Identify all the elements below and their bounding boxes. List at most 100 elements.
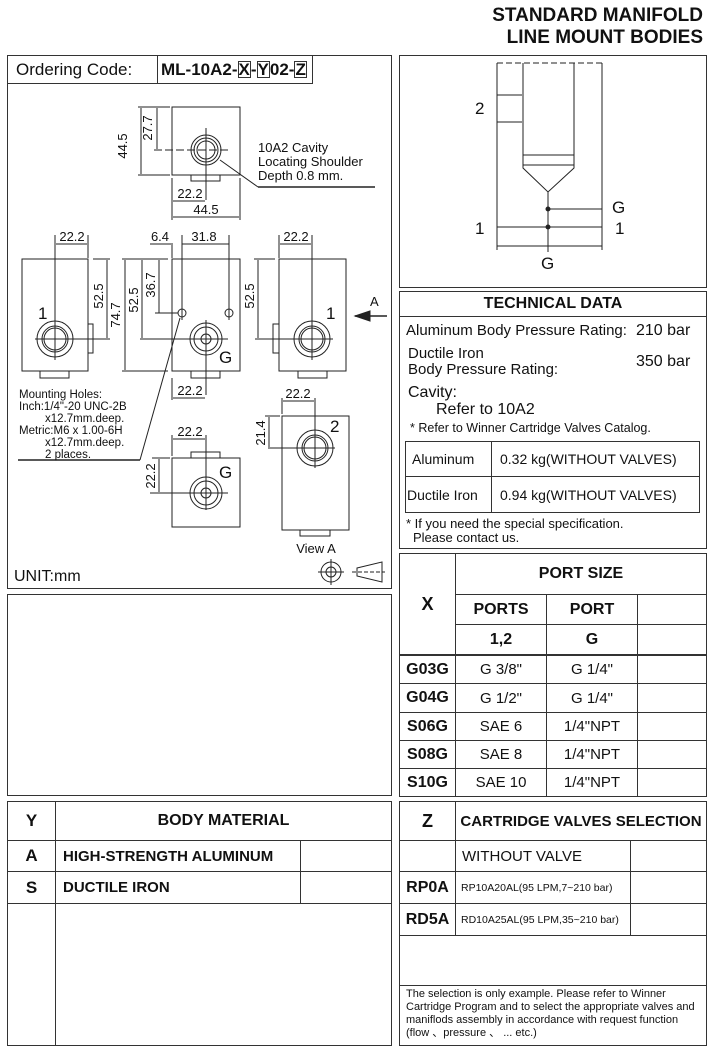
blank-cell	[630, 840, 707, 872]
header-title-line1: STANDARD MANIFOLD	[492, 5, 703, 26]
blank-cell	[637, 594, 707, 625]
blank-cell	[637, 683, 707, 713]
port-subheader: G	[546, 624, 638, 655]
x-header: X	[399, 553, 456, 655]
di-rating-label-1: Ductile Iron	[408, 345, 484, 362]
port-g-label-bottom: G	[219, 463, 232, 482]
al-rating-value: 210 bar	[636, 322, 691, 339]
port-code: G03G	[399, 655, 456, 684]
cavity-label: Cavity:	[408, 384, 457, 401]
blank-panel	[7, 594, 392, 796]
port-code: G04G	[399, 683, 456, 713]
ports-value: G 1/2"	[455, 683, 547, 713]
blank-cell	[637, 768, 707, 797]
ordering-dash: -	[250, 59, 257, 79]
port-g-label-front: G	[219, 348, 232, 367]
schematic-port-2: 2	[475, 99, 484, 118]
blank-cell	[637, 740, 707, 769]
ordering-x: X	[237, 60, 251, 79]
blank-cell	[300, 871, 392, 904]
ports-value: SAE 6	[455, 712, 547, 741]
dim-right-width: 22.2	[283, 229, 308, 244]
material-code-a: A	[7, 840, 56, 872]
hydraulic-schematic: 2 1 1 G G	[475, 62, 625, 273]
without-valve: WITHOUT VALVE	[455, 840, 631, 872]
bottom-view: 22.2 22.2 G	[143, 424, 241, 528]
dim-bottom-height: 22.2	[143, 463, 158, 488]
ordering-y: Y	[256, 60, 270, 79]
port-g-value: G 1/4"	[546, 655, 638, 684]
ordering-z: Z	[294, 60, 307, 79]
port-g-value: 1/4"NPT	[546, 712, 638, 741]
ordering-code: ML-10A2-X-Y 02-Z	[157, 55, 313, 84]
dim-left-width: 22.2	[59, 229, 84, 244]
cartridge-note: The selection is only example. Please re…	[399, 985, 707, 1046]
blank-cell	[630, 903, 707, 936]
y-header: Y	[7, 801, 56, 841]
view-a: 22.2 21.4 2 View A	[253, 386, 350, 556]
schematic-port-1-right: 1	[615, 219, 624, 238]
port-code: S10G	[399, 768, 456, 797]
left-side-view: 22.2 52.5 1	[21, 229, 110, 379]
dim-top-half: 22.2	[177, 186, 202, 201]
weight-material-ductile-iron: Ductile Iron	[405, 476, 492, 513]
cartridge-code-rp0a: RP0A	[399, 871, 456, 904]
blank-cell	[637, 712, 707, 741]
cartridge-desc-rp0a: RP10A20AL(95 LPM,7~210 bar)	[455, 871, 631, 904]
port-1-label-left: 1	[38, 304, 47, 323]
mounting-note-3: x12.7mm.deep.	[45, 413, 124, 425]
dim-top-height: 44.5	[115, 133, 130, 158]
ports-value: G 3/8"	[455, 655, 547, 684]
dim-left-height: 52.5	[91, 283, 106, 308]
cavity-note-3: Depth 0.8 mm.	[258, 168, 343, 183]
mounting-note-1: Mounting Holes:	[19, 389, 102, 401]
dim-viewa-width: 22.2	[285, 386, 310, 401]
cartridge-title: CARTRIDGE VALVES SELECTION	[455, 801, 707, 841]
mounting-note-5: x12.7mm.deep.	[45, 437, 124, 449]
cartridge-desc-rd5a: RD10A25AL(95 LPM,35~210 bar)	[455, 903, 631, 936]
di-rating-value: 350 bar	[636, 353, 691, 370]
view-a-arrow-label: A	[370, 294, 379, 309]
body-material-title: BODY MATERIAL	[55, 801, 392, 841]
special-note-1: * If you need the special specification.	[406, 516, 624, 531]
dim-front-half: 22.2	[177, 383, 202, 398]
port-2-label: 2	[330, 417, 339, 436]
port-1-label-right: 1	[326, 304, 335, 323]
port-g-value: 1/4"NPT	[546, 740, 638, 769]
top-view: 44.5 27.7 22.2 44.5 10A2 Cavity Locating…	[115, 106, 375, 220]
dim-top-center: 27.7	[140, 115, 155, 140]
special-note-2: Please contact us.	[413, 530, 520, 545]
blank-cell	[637, 655, 707, 684]
schematic-port-g-right: G	[612, 198, 625, 217]
port-code: S08G	[399, 740, 456, 769]
z-header: Z	[399, 801, 456, 841]
di-rating-label-2: Body Pressure Rating:	[408, 361, 559, 378]
dim-hole-spacing: 31.8	[191, 229, 216, 244]
right-side-view: 22.2 52.5 1 A	[242, 229, 387, 379]
port-code: S06G	[399, 712, 456, 741]
header-title-line2: LINE MOUNT BODIES	[506, 27, 703, 48]
dim-hole-offset: 6.4	[151, 229, 169, 244]
front-view: 6.4 31.8 74.7 52.5 36.7 22.2 G Mounting …	[18, 229, 241, 461]
technical-data-title: TECHNICAL DATA	[399, 291, 707, 317]
view-a-label: View A	[296, 541, 336, 556]
material-name-s: DUCTILE IRON	[55, 871, 301, 904]
weight-material-aluminum: Aluminum	[405, 441, 492, 477]
mounting-note-2: Inch:1/4"-20 UNC-2B	[19, 401, 127, 413]
dim-front-hole: 36.7	[143, 272, 158, 297]
ports-value: SAE 8	[455, 740, 547, 769]
cavity-note-2: Locating Shoulder	[258, 154, 363, 169]
material-name-a: HIGH-STRENGTH ALUMINUM	[55, 840, 301, 872]
dim-right-height: 52.5	[242, 283, 257, 308]
ports-value: SAE 10	[455, 768, 547, 797]
weight-value-ductile-iron: 0.94 kg(WITHOUT VALVES)	[491, 476, 700, 513]
material-code-s: S	[7, 871, 56, 904]
port-g-value: 1/4"NPT	[546, 768, 638, 797]
dim-bottom-width: 22.2	[177, 424, 202, 439]
al-rating-label: Aluminum Body Pressure Rating:	[406, 322, 627, 339]
weight-value-aluminum: 0.32 kg(WITHOUT VALVES)	[491, 441, 700, 477]
unit-label: UNIT:mm	[14, 568, 81, 585]
dim-top-width: 44.5	[193, 202, 218, 217]
port-header: PORT	[546, 594, 638, 625]
